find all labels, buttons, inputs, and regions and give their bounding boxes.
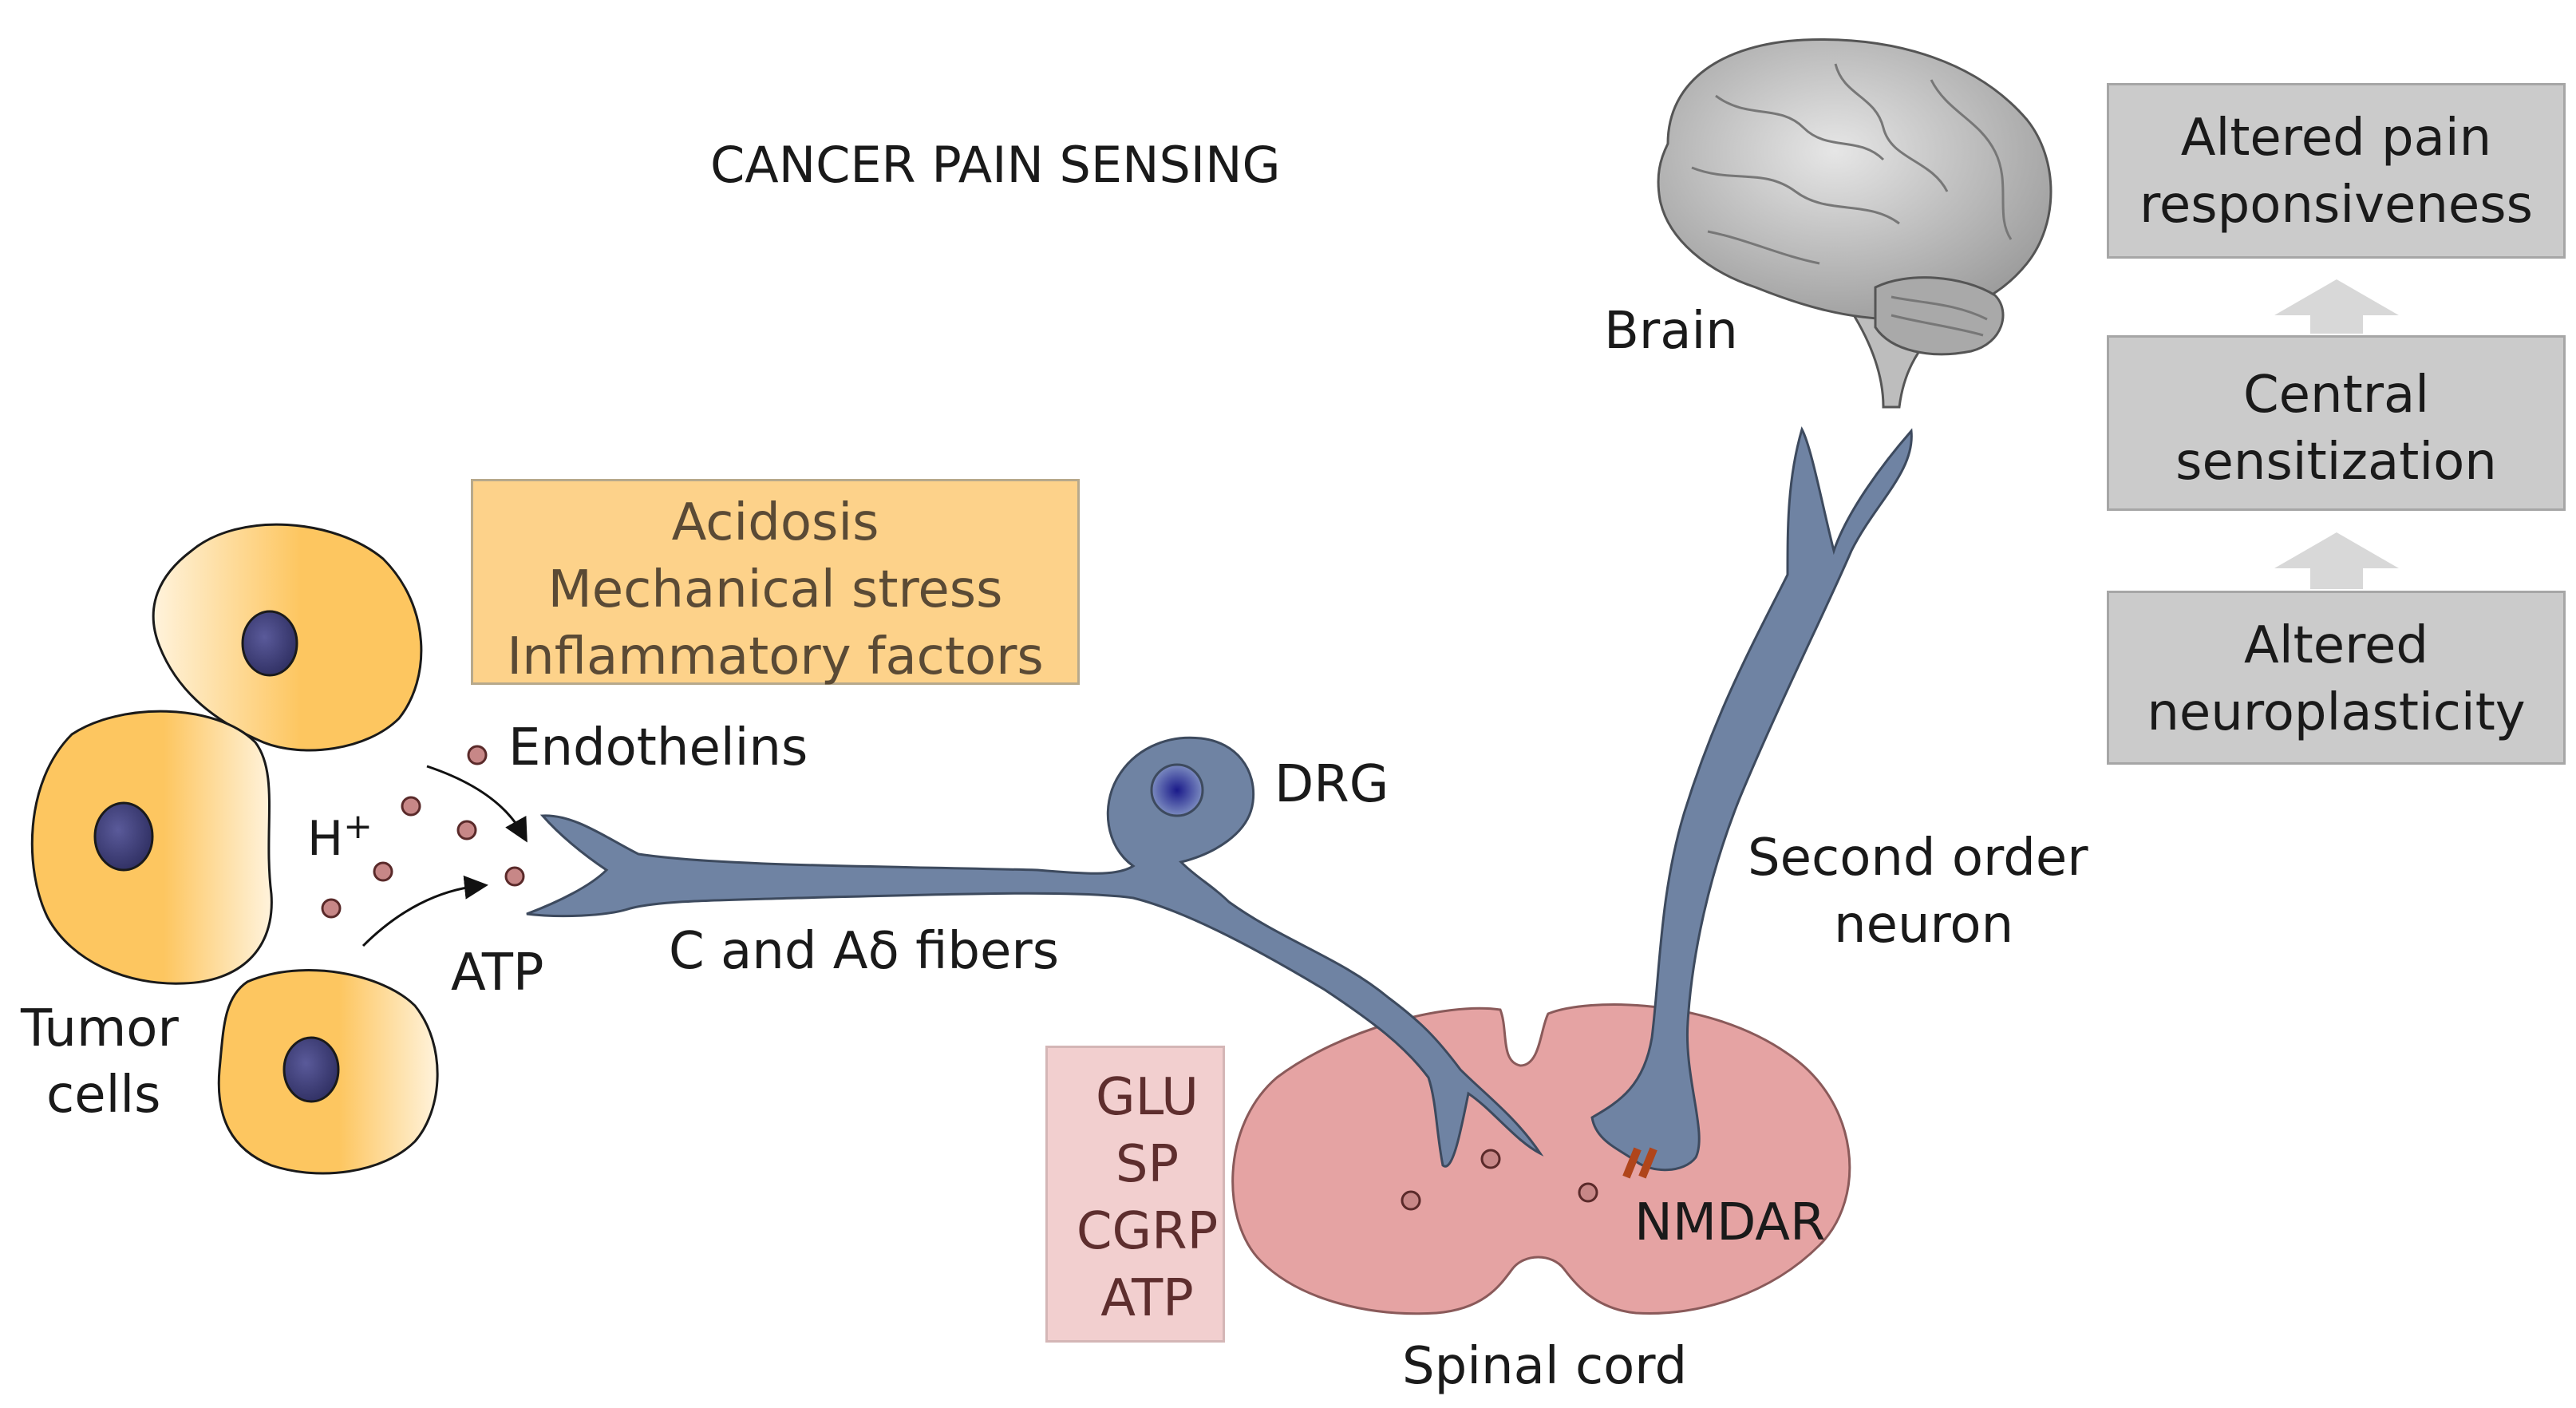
drg-nucleus xyxy=(1150,763,1204,817)
h-plus-superscript: + xyxy=(343,806,373,847)
endothelins-arrow xyxy=(426,765,527,843)
outcome-arrow-upper xyxy=(2274,279,2399,334)
tumor-cell-nucleus xyxy=(282,1036,340,1103)
factor-item: Acidosis xyxy=(671,493,879,552)
tumor-cell-nucleus xyxy=(241,610,298,677)
second-order-label-line2: neuron xyxy=(1834,896,2014,955)
factor-item: Mechanical stress xyxy=(547,560,1003,619)
outcome-line: responsiveness xyxy=(2139,176,2533,235)
tumor-factors-box: Acidosis Mechanical stress Inflammatory … xyxy=(471,479,1080,686)
brain-illustration xyxy=(1657,38,2053,409)
factor-item: Inflammatory factors xyxy=(507,627,1044,686)
neurotransmitter-item: ATP xyxy=(1100,1269,1194,1328)
brain-label: Brain xyxy=(1604,302,1738,361)
neurotransmitter-item: SP xyxy=(1115,1135,1179,1194)
spinal-cord-label: Spinal cord xyxy=(1402,1337,1688,1396)
spinal-cord-particles xyxy=(1401,1149,1598,1211)
outcome-line: Central xyxy=(2242,366,2430,425)
endothelins-label: Endothelins xyxy=(508,718,808,777)
altered-neuroplasticity-box: Altered neuroplasticity xyxy=(2107,591,2566,765)
altered-pain-box: Altered pain responsiveness xyxy=(2107,83,2566,259)
peripheral-neuron xyxy=(526,736,1544,1168)
atp-arrow xyxy=(362,875,488,947)
outcome-line: Altered pain xyxy=(2180,109,2492,168)
tumor-label-line1: Tumor xyxy=(21,999,179,1058)
fibers-label: C and Aδ fibers xyxy=(669,922,1060,981)
neurotransmitter-item: CGRP xyxy=(1076,1202,1219,1261)
tumor-cell-bottom xyxy=(217,969,439,1175)
outcome-line: sensitization xyxy=(2175,433,2497,492)
outcome-line: Altered xyxy=(2244,616,2428,675)
h-plus-label: H+ xyxy=(307,806,373,867)
drg-label: DRG xyxy=(1274,755,1389,814)
central-sensitization-box: Central sensitization xyxy=(2107,335,2566,511)
nmdar-receptor xyxy=(1622,1147,1657,1179)
tumor-label-line2: cells xyxy=(46,1066,161,1125)
second-order-neuron xyxy=(1590,426,1913,1172)
neurotransmitters-box: GLU SP CGRP ATP xyxy=(1045,1046,1225,1343)
atp-label: ATP xyxy=(451,943,544,1003)
outcome-line: neuroplasticity xyxy=(2147,683,2526,742)
spinal-cord-shape xyxy=(1231,1003,1851,1315)
nmdar-label: NMDAR xyxy=(1634,1193,1826,1252)
tumor-cell-top xyxy=(152,523,423,752)
tumor-cell-middle xyxy=(30,710,273,985)
second-order-label-line1: Second order xyxy=(1748,829,2088,888)
diagram-title: CANCER PAIN SENSING xyxy=(710,136,1281,194)
tumor-cell-nucleus xyxy=(93,801,154,872)
neurotransmitter-item: GLU xyxy=(1096,1068,1199,1127)
released-particles xyxy=(321,745,525,919)
outcome-arrow-lower xyxy=(2274,532,2399,589)
